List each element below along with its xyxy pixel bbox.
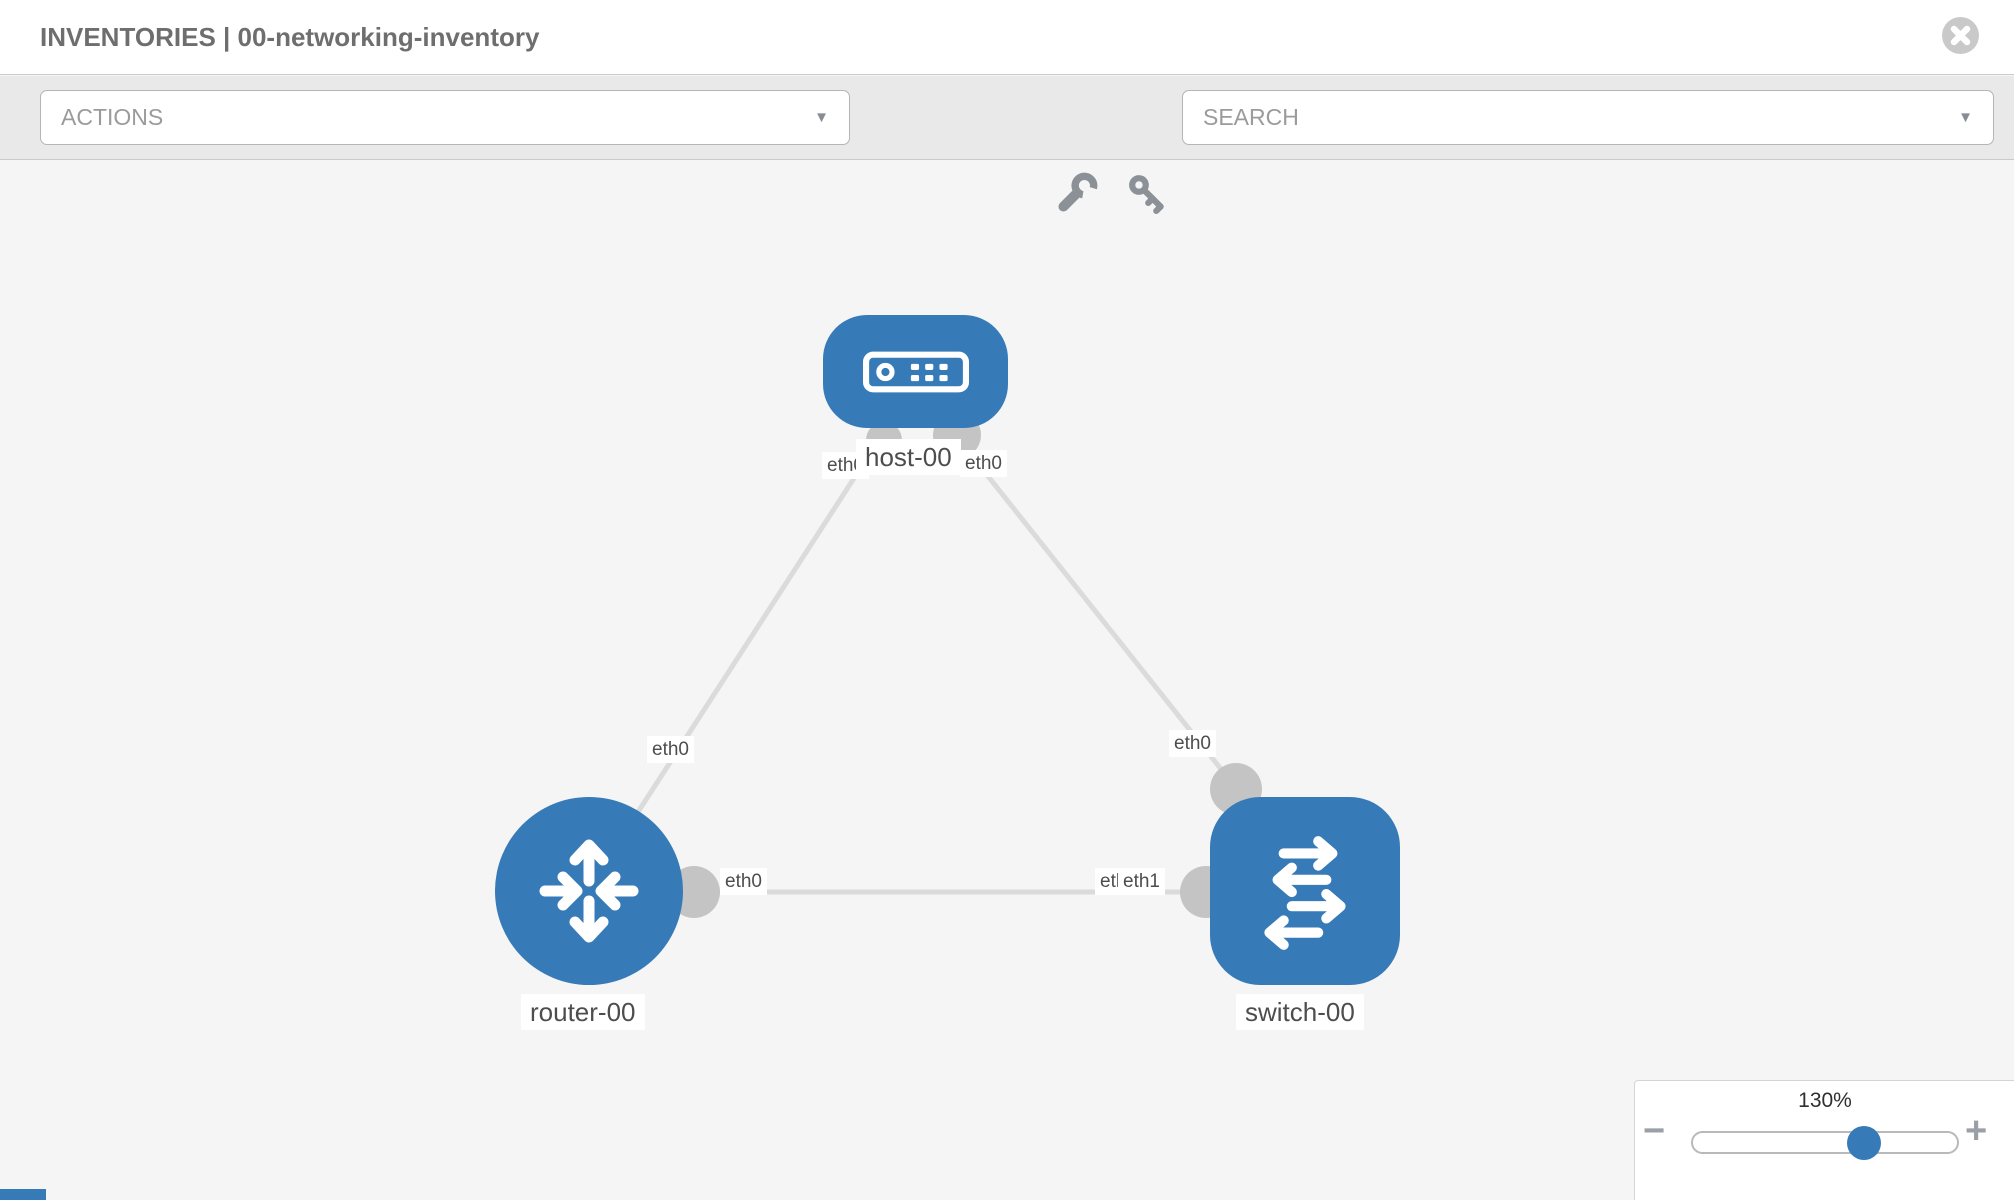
- switch-icon: [1264, 836, 1346, 950]
- interface-label-switch-eth0-to-host: eth0: [1169, 730, 1216, 757]
- actions-dropdown-label: ACTIONS: [61, 104, 164, 130]
- router-icon: [539, 839, 639, 943]
- interface-label-router-eth0-to-host: eth0: [647, 736, 694, 763]
- header-bar: INVENTORIES | 00-networking-inventory: [0, 0, 2014, 75]
- bottom-panel-edge: [0, 1189, 46, 1200]
- node-label-router-00: router-00: [521, 994, 645, 1030]
- close-icon: [1950, 25, 1971, 46]
- zoom-slider-thumb[interactable]: [1847, 1126, 1881, 1160]
- interface-label-host-eth0-to-switch: eth0: [960, 450, 1007, 477]
- zoom-in-button[interactable]: +: [1965, 1110, 1988, 1152]
- node-host-00[interactable]: [823, 315, 1008, 428]
- interface-label-switch-eth1-to-router: eth1: [1118, 868, 1165, 895]
- key-icon[interactable]: [1126, 172, 1168, 214]
- zoom-slider-track[interactable]: [1691, 1131, 1959, 1154]
- node-label-host-00: host-00: [856, 439, 961, 475]
- page-title: INVENTORIES | 00-networking-inventory: [40, 22, 540, 52]
- chevron-down-icon: ▼: [814, 109, 829, 126]
- toolbar: ACTIONS ▼ ▼: [0, 76, 2014, 214]
- close-button[interactable]: [1942, 17, 1979, 54]
- search-dropdown: ▼: [1182, 90, 1994, 145]
- topology-canvas[interactable]: [0, 161, 2014, 1200]
- zoom-level-value: 130%: [1798, 1089, 1852, 1112]
- node-label-switch-00: switch-00: [1236, 994, 1364, 1030]
- wrench-icon[interactable]: [1056, 172, 1098, 214]
- zoom-out-button[interactable]: −: [1643, 1110, 1666, 1152]
- host-icon: [862, 351, 969, 392]
- zoom-control-panel: 130% − +: [1634, 1080, 2014, 1200]
- interface-label-router-eth0-to-switch: eth0: [720, 868, 767, 895]
- chevron-down-icon[interactable]: ▼: [1958, 109, 1973, 126]
- node-router-00[interactable]: [495, 797, 683, 985]
- search-input[interactable]: [1183, 91, 1993, 144]
- node-switch-00[interactable]: [1210, 797, 1400, 985]
- actions-dropdown[interactable]: ACTIONS ▼: [40, 90, 850, 145]
